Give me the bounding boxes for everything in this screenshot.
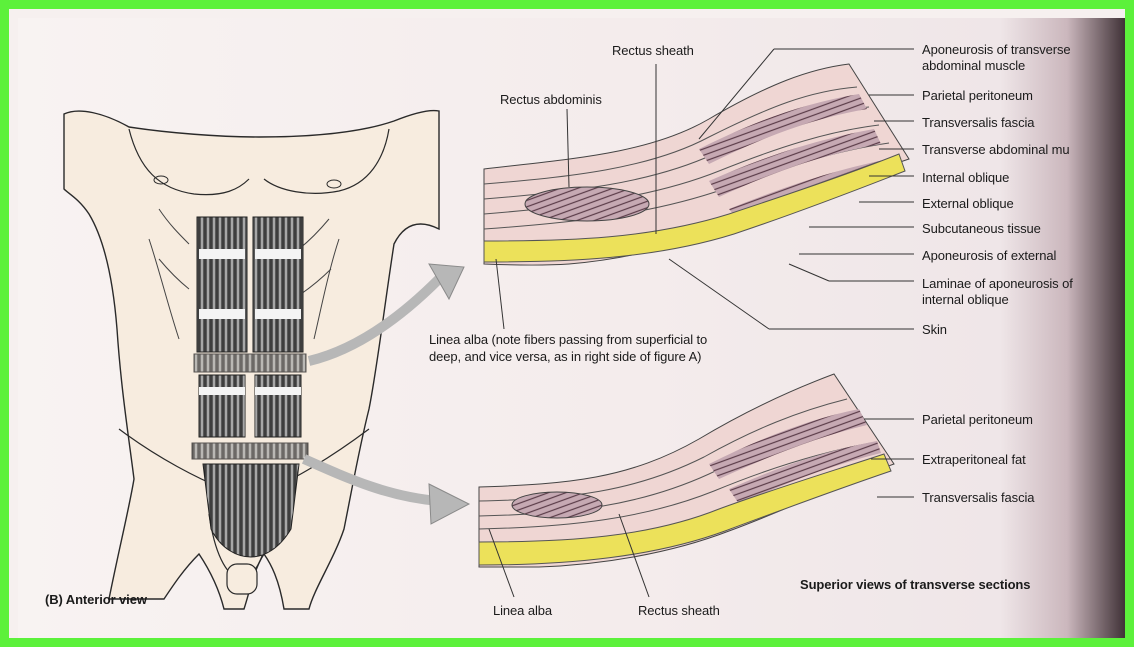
torso-drawing: [64, 110, 469, 609]
label-rectus-sheath-bottom: Rectus sheath: [638, 603, 720, 618]
label-aponeurosis-transverse: Aponeurosis of transverse: [922, 42, 1071, 57]
label-abdominal-muscle: abdominal muscle: [922, 58, 1025, 73]
label-internal-oblique: Internal oblique: [922, 170, 1009, 185]
label-subcutaneous-tissue: Subcutaneous tissue: [922, 221, 1041, 236]
label-linea-alba-bottom: Linea alba: [493, 603, 552, 618]
label-internal-oblique-2: internal oblique: [922, 292, 1009, 307]
label-linea-alba-note-1: Linea alba (note fibers passing from sup…: [429, 332, 707, 347]
label-skin: Skin: [922, 322, 947, 337]
panel-title: (B) Anterior view: [45, 592, 147, 607]
label-transversalis-fascia-upper: Transversalis fascia: [922, 115, 1034, 130]
label-rectus-abdominis: Rectus abdominis: [500, 92, 602, 107]
figure-caption: Superior views of transverse sections: [800, 577, 1030, 592]
label-extraperitoneal-fat: Extraperitoneal fat: [922, 452, 1026, 467]
label-transversalis-fascia-lower: Transversalis fascia: [922, 490, 1034, 505]
label-external-oblique: External oblique: [922, 196, 1014, 211]
label-laminae-aponeurosis: Laminae of aponeurosis of: [922, 276, 1073, 291]
label-aponeurosis-external: Aponeurosis of external: [922, 248, 1056, 263]
label-transverse-abdominal: Transverse abdominal mu: [922, 142, 1070, 157]
upper-section: [484, 49, 914, 329]
lower-section: [479, 374, 914, 597]
label-parietal-peritoneum-lower: Parietal peritoneum: [922, 412, 1033, 427]
label-linea-alba-note-2: deep, and vice versa, as in right side o…: [429, 349, 701, 364]
label-parietal-peritoneum-upper: Parietal peritoneum: [922, 88, 1033, 103]
label-rectus-sheath-upper: Rectus sheath: [612, 43, 694, 58]
